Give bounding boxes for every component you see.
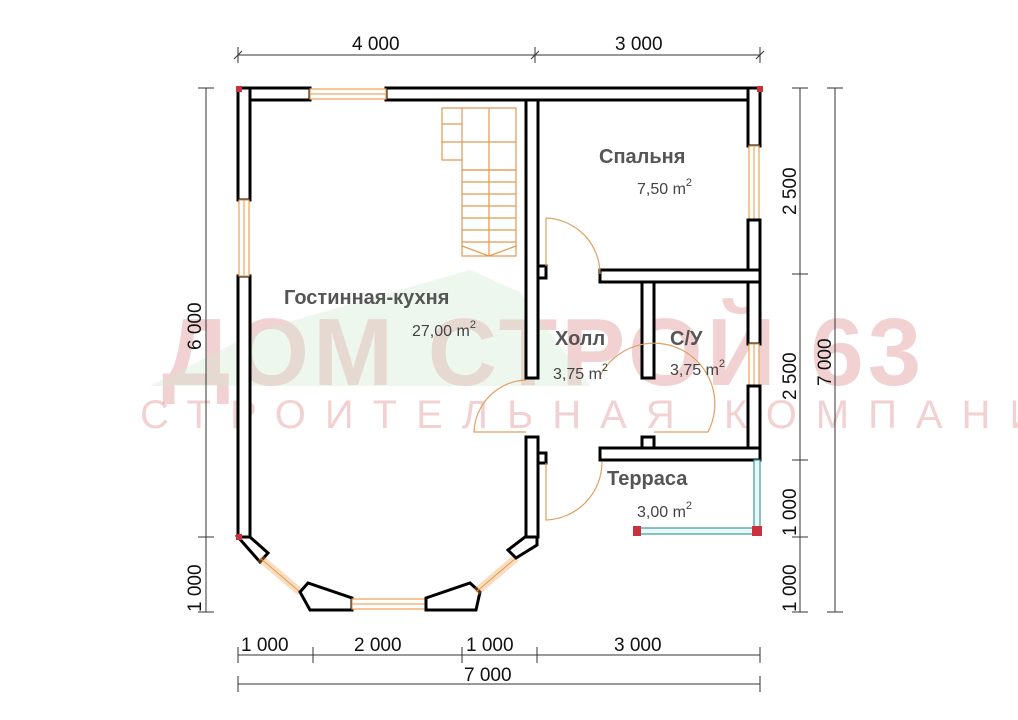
- terrace-railing: [633, 459, 762, 536]
- walls: [234, 86, 763, 612]
- room-wc-name: С/У: [670, 328, 703, 350]
- dim-bottom-total: 7 000: [464, 665, 512, 686]
- dim-right-bottom: 1 000: [780, 564, 801, 612]
- dim-bottom-3: 1 000: [466, 635, 514, 656]
- watermark-title: ДОМ СТРОЙ 63: [162, 297, 925, 406]
- dim-bottom-1: 1 000: [241, 635, 289, 656]
- watermark-subtitle: СТРОИТЕЛЬНАЯ КОМПАНИЯ: [140, 393, 1018, 437]
- room-terrace-name: Терраса: [607, 468, 688, 490]
- dimension-right-outer: 7 000: [815, 87, 843, 613]
- dimension-top: 4 000 3 000: [233, 33, 765, 63]
- room-bedroom: Спальня 7,50 m2: [599, 146, 692, 198]
- doors: [473, 217, 716, 521]
- dimension-left: 6 000 1 000: [185, 87, 214, 613]
- room-terrace-area: 3,00 m2: [637, 500, 692, 521]
- door-terrace: [545, 461, 603, 521]
- dim-bottom-4: 3 000: [614, 635, 662, 656]
- room-wc: С/У 3,75 m2: [670, 328, 725, 379]
- dimension-bottom: 1 000 2 000 1 000 3 000 7 000: [237, 635, 761, 692]
- door-living: [473, 379, 527, 433]
- dim-bottom-2: 2 000: [354, 635, 402, 656]
- door-bedroom: [545, 217, 601, 275]
- staircase: [441, 107, 517, 257]
- dim-right-wc: 2 500: [780, 352, 801, 400]
- room-terrace: Терраса 3,00 m2: [607, 468, 692, 521]
- room-hall: Холл 3,75 m2: [553, 328, 608, 383]
- room-wc-area: 3,75 m2: [670, 358, 725, 379]
- watermark: ДОМ СТРОЙ 63 СТРОИТЕЛЬНАЯ КОМПАНИЯ: [140, 270, 1018, 437]
- room-bedroom-name: Спальня: [599, 146, 685, 168]
- room-bedroom-area: 7,50 m2: [637, 177, 692, 198]
- room-hall-area: 3,75 m2: [553, 362, 608, 383]
- dim-right-total: 7 000: [815, 338, 836, 386]
- watermark-roof-shape: [150, 270, 590, 386]
- dim-top-left: 4 000: [352, 34, 400, 55]
- dim-right-bedroom: 2 500: [780, 167, 801, 215]
- door-wc: [599, 342, 716, 433]
- dim-right-terrace: 1 000: [780, 488, 801, 536]
- dim-top-right: 3 000: [615, 34, 663, 55]
- dimension-right-inner: 2 500 2 500 1 000 1 000: [780, 87, 808, 613]
- dim-left-bottom: 1 000: [185, 564, 206, 612]
- room-living: Гостинная-кухня 27,00 m2: [284, 287, 476, 340]
- room-living-name: Гостинная-кухня: [284, 287, 449, 309]
- dim-left-total: 6 000: [185, 302, 206, 350]
- room-hall-name: Холл: [555, 328, 605, 350]
- room-living-area: 27,00 m2: [412, 319, 476, 340]
